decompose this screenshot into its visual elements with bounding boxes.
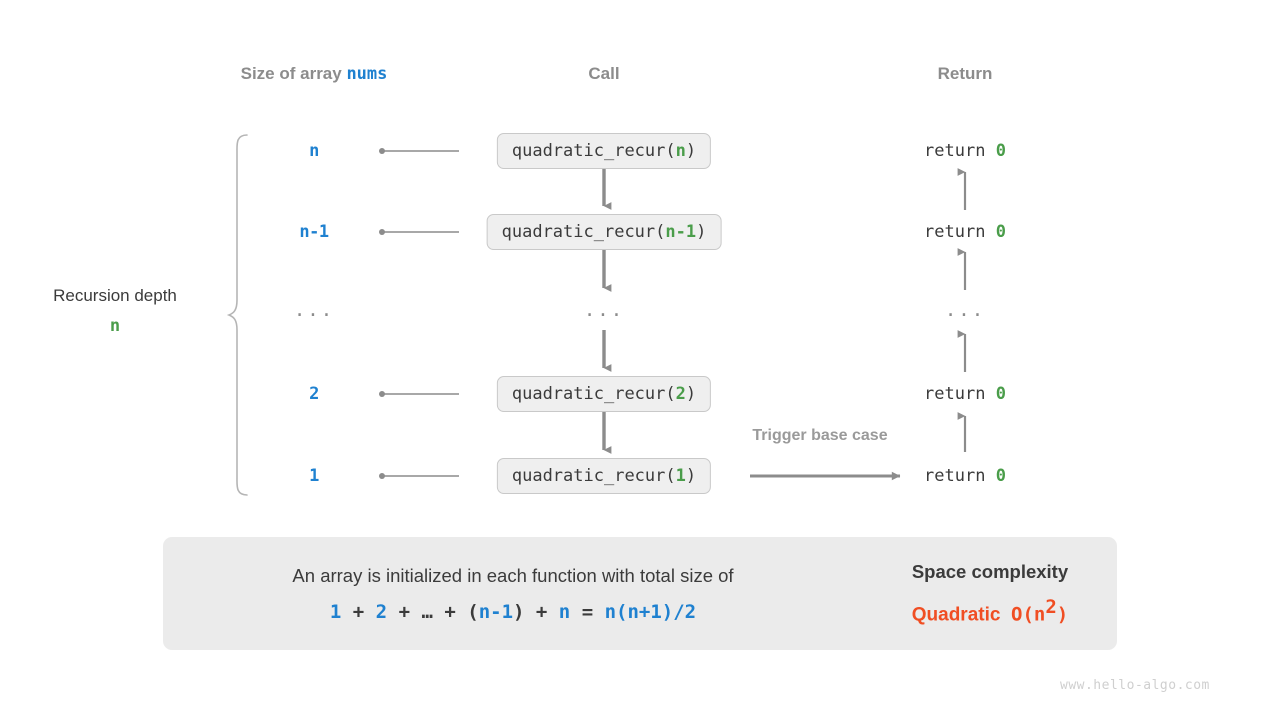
return-label-row-4-text: return xyxy=(924,466,996,486)
formula-part-10: n xyxy=(558,600,571,623)
complexity-title: Space complexity xyxy=(911,560,1069,582)
call-box-row-4-arg: 1 xyxy=(675,466,686,486)
summary-panel: An array is initialized in each function… xyxy=(163,537,1117,650)
size-label-row-2-ellipsis: ... xyxy=(293,299,335,321)
return-label-row-0: return 0 xyxy=(924,141,1006,161)
call-box-row-0-arg: n xyxy=(675,141,686,161)
formula-part-8: ) xyxy=(513,600,525,623)
complexity-bigo: O(n xyxy=(1011,603,1046,626)
call-box-row-0-name: quadratic_recur( xyxy=(511,141,676,161)
call-box-row-0[interactable]: quadratic_recur(n) xyxy=(496,133,712,169)
formula-part-6: ( xyxy=(467,600,479,623)
size-label-row-4: 1 xyxy=(309,466,319,486)
summary-description: An array is initialized in each function… xyxy=(292,564,734,586)
formula-part-12: n(n+1)/2 xyxy=(604,600,697,623)
complexity-bigo-close: ) xyxy=(1056,603,1069,626)
formula-part-2: 2 xyxy=(375,600,388,623)
column-header-return: Return xyxy=(937,64,993,83)
recursion-depth-brace xyxy=(226,134,248,496)
call-box-row-4-close: ) xyxy=(685,466,697,486)
summary-left-block: An array is initialized in each function… xyxy=(193,537,833,650)
call-box-row-4[interactable]: quadratic_recur(1) xyxy=(496,458,712,494)
column-header-size-array-name: nums xyxy=(346,64,388,84)
trigger-base-case-label: Trigger base case xyxy=(752,427,888,444)
return-row-2-ellipsis: ... xyxy=(944,299,986,321)
complexity-exponent: 2 xyxy=(1045,595,1057,618)
return-label-row-1-value: 0 xyxy=(995,222,1006,242)
summary-right-block: Space complexity Quadratic O(n2) xyxy=(863,537,1117,650)
formula-part-11: = xyxy=(570,600,605,623)
call-box-row-3-arg: 2 xyxy=(675,384,686,404)
column-header-size-text: Size of array xyxy=(240,64,347,83)
complexity-value: Quadratic O(n2) xyxy=(912,596,1069,626)
formula-part-5: + xyxy=(432,600,468,623)
return-label-row-0-text: return xyxy=(924,141,996,161)
recursion-depth-title: Recursion depth xyxy=(53,286,177,305)
call-box-row-4-name: quadratic_recur( xyxy=(511,466,676,486)
call-box-row-1-arg: n-1 xyxy=(665,222,697,242)
size-to-call-connectors xyxy=(379,148,459,479)
formula-part-4: … xyxy=(421,600,433,623)
formula-part-1: + xyxy=(341,600,376,623)
watermark: www.hello-algo.com xyxy=(1060,678,1210,693)
call-box-row-1-close: ) xyxy=(696,222,707,242)
formula-part-7: n-1 xyxy=(478,600,514,623)
size-label-row-3: 2 xyxy=(309,384,319,404)
return-label-row-1-text: return xyxy=(924,222,996,242)
recursion-depth-label: Recursion depth n xyxy=(53,286,177,336)
return-label-row-3-value: 0 xyxy=(995,384,1006,404)
size-label-row-1: n-1 xyxy=(299,222,329,242)
return-label-row-4: return 0 xyxy=(924,466,1006,486)
formula-part-0: 1 xyxy=(329,600,342,623)
column-header-call: Call xyxy=(588,64,620,83)
formula-part-9: + xyxy=(524,600,559,623)
return-label-row-1: return 0 xyxy=(924,222,1006,242)
size-label-row-0: n xyxy=(309,141,319,161)
call-box-row-0-close: ) xyxy=(685,141,697,161)
return-label-row-3-text: return xyxy=(924,384,996,404)
return-label-row-3: return 0 xyxy=(924,384,1006,404)
complexity-kind: Quadratic xyxy=(911,604,1001,626)
call-row-2-ellipsis: ... xyxy=(583,299,625,321)
call-box-row-3-name: quadratic_recur( xyxy=(511,384,676,404)
call-box-row-3-close: ) xyxy=(685,384,697,404)
call-box-row-3[interactable]: quadratic_recur(2) xyxy=(496,376,712,412)
formula-part-3: + xyxy=(387,600,422,623)
return-label-row-0-value: 0 xyxy=(995,141,1006,161)
return-label-row-4-value: 0 xyxy=(995,466,1006,486)
summary-formula: 1 + 2 + … + (n-1) + n = n(n+1)/2 xyxy=(330,601,696,623)
column-header-size: Size of array nums xyxy=(241,64,388,84)
call-box-row-1[interactable]: quadratic_recur(n-1) xyxy=(486,214,722,250)
call-box-row-1-name: quadratic_recur( xyxy=(501,222,666,242)
recursion-depth-value: n xyxy=(109,316,121,336)
